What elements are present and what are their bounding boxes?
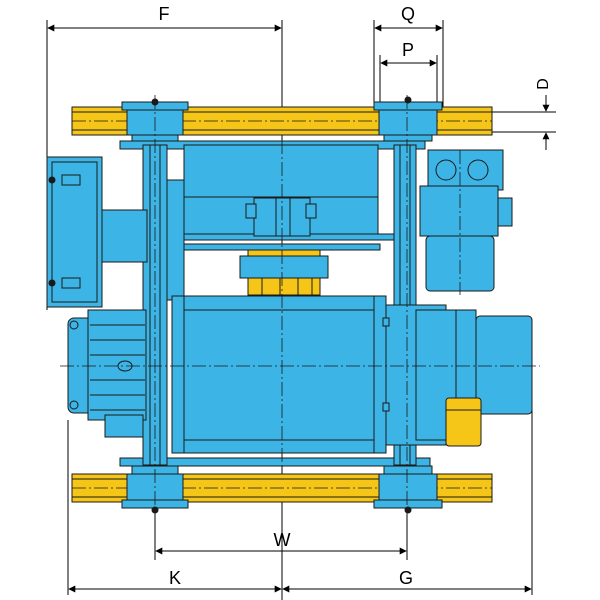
- wheel-top-right: [373, 96, 443, 142]
- dim-label-D: D: [535, 78, 552, 90]
- hook-block: [239, 197, 329, 296]
- center-lines: [60, 95, 540, 515]
- dim-label-P: P: [402, 40, 414, 60]
- hoist-motor: [67, 309, 147, 438]
- traverse-motor: [419, 149, 513, 292]
- wheel-bottom-right: [373, 465, 443, 514]
- dim-label-W: W: [274, 530, 291, 550]
- dim-label-K: K: [169, 568, 181, 588]
- brake-unit: [445, 397, 482, 447]
- rope-drum: [171, 295, 387, 454]
- dim-label-F: F: [159, 4, 170, 24]
- dim-label-Q: Q: [401, 4, 415, 24]
- dim-label-G: G: [399, 568, 413, 588]
- side-gearbox: [46, 156, 148, 308]
